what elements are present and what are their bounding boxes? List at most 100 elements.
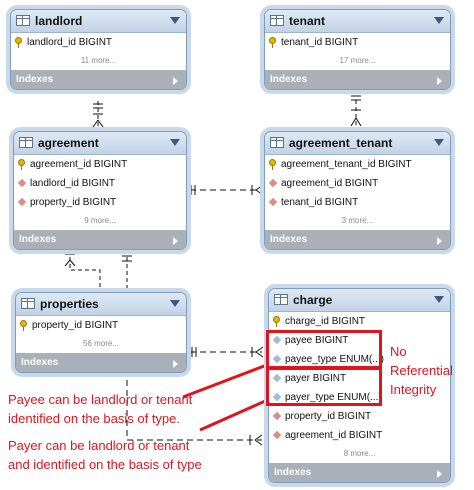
column-label: property_id BIGINT (30, 197, 117, 208)
expand-arrow-icon[interactable] (173, 77, 178, 85)
primary-key-icon (273, 316, 280, 327)
indexes-bar[interactable]: Indexes (265, 70, 450, 89)
table-properties[interactable]: properties property_id BIGINT 56 more...… (15, 292, 187, 373)
primary-key-icon (15, 37, 22, 48)
collapse-icon[interactable] (170, 17, 180, 24)
collapse-icon[interactable] (434, 17, 444, 24)
more-columns[interactable]: 17 more... (339, 56, 376, 65)
column-row[interactable]: payee_type ENUM(...) (269, 350, 450, 369)
payer-highlight-box (266, 366, 382, 406)
indexes-label: Indexes (21, 357, 59, 368)
column-row[interactable]: landlord_id BIGINT (11, 33, 186, 52)
table-header[interactable]: agreement (14, 132, 186, 155)
table-landlord[interactable]: landlord landlord_id BIGINT 11 more... I… (10, 9, 187, 90)
note-line: Payer can be landlord or tenant (8, 438, 190, 453)
table-header[interactable]: properties (16, 293, 186, 316)
column-label: payee BIGINT (285, 335, 349, 346)
indexes-bar[interactable]: Indexes (265, 230, 450, 249)
collapse-icon[interactable] (170, 300, 180, 307)
note-line: identified on the basis of type. (8, 411, 181, 426)
table-header[interactable]: landlord (11, 10, 186, 33)
indexes-bar[interactable]: Indexes (11, 70, 186, 89)
expand-arrow-icon[interactable] (173, 360, 178, 368)
column-row[interactable]: agreement_id BIGINT (269, 426, 450, 445)
collapse-icon[interactable] (434, 296, 444, 303)
foreign-key-icon (268, 197, 278, 207)
table-agreement[interactable]: agreement agreement_id BIGINT landlord_i… (13, 131, 187, 250)
indexes-label: Indexes (270, 74, 308, 85)
foreign-key-icon (272, 430, 282, 440)
table-header[interactable]: agreement_tenant (265, 132, 450, 155)
column-row[interactable]: property_id BIGINT (16, 316, 186, 335)
column-row[interactable]: agreement_tenant_id BIGINT (265, 155, 450, 174)
column-row[interactable]: payer_type ENUM(...) (269, 388, 450, 407)
note-line: Referential (390, 363, 453, 378)
more-columns[interactable]: 56 more... (82, 339, 119, 348)
column-row[interactable]: property_id BIGINT (14, 193, 186, 212)
no-referential-integrity-note: No Referential Integrity (390, 342, 453, 399)
payee-highlight-box (266, 330, 382, 370)
more-columns[interactable]: 8 more... (343, 449, 376, 458)
column-row[interactable]: agreement_id BIGINT (14, 155, 186, 174)
table-title: charge (293, 293, 333, 307)
collapse-icon[interactable] (170, 139, 180, 146)
payer-arrow (199, 396, 273, 432)
column-row[interactable]: payee BIGINT (269, 331, 450, 350)
note-line: Payee can be landlord or tenant (8, 392, 193, 407)
table-charge[interactable]: charge charge_id BIGINT payee BIGINT pay… (268, 288, 451, 483)
more-columns[interactable]: 3 more... (341, 216, 374, 225)
note-line: No (390, 344, 407, 359)
expand-arrow-icon[interactable] (173, 237, 178, 245)
more-columns[interactable]: 9 more... (84, 216, 116, 225)
indexes-label: Indexes (274, 467, 312, 478)
indexes-bar[interactable]: Indexes (269, 463, 450, 482)
column-row[interactable]: tenant_id BIGINT (265, 193, 450, 212)
column-row[interactable]: agreement_id BIGINT (265, 174, 450, 193)
more-columns[interactable]: 11 more... (80, 56, 117, 65)
column-row[interactable]: payer BIGINT (269, 369, 450, 388)
primary-key-icon (20, 320, 27, 331)
column-label: agreement_tenant_id BIGINT (281, 159, 412, 170)
column-row[interactable]: landlord_id BIGINT (14, 174, 186, 193)
column-label: property_id BIGINT (32, 320, 119, 331)
table-tenant[interactable]: tenant tenant_id BIGINT 17 more... Index… (264, 9, 451, 90)
indexes-bar[interactable]: Indexes (16, 353, 186, 372)
column-label: landlord_id BIGINT (27, 37, 113, 48)
column-label: payer_type ENUM(...) (285, 392, 382, 403)
collapse-icon[interactable] (434, 139, 444, 146)
table-header[interactable]: tenant (265, 10, 450, 33)
column-label: property_id BIGINT (285, 411, 372, 422)
expand-arrow-icon[interactable] (437, 77, 442, 85)
table-title: tenant (289, 14, 325, 28)
foreign-key-icon (17, 197, 27, 207)
column-label: tenant_id BIGINT (281, 37, 359, 48)
note-line: and identified on the basis of type (8, 457, 202, 472)
table-icon (21, 298, 35, 309)
column-label: payee_type ENUM(...) (285, 354, 384, 365)
table-icon (270, 15, 284, 26)
table-header[interactable]: charge (269, 289, 450, 312)
payee-note: Payee can be landlord or tenant identifi… (8, 390, 192, 428)
column-label: payer BIGINT (285, 373, 347, 384)
note-line: Integrity (390, 382, 437, 397)
table-icon (270, 137, 284, 148)
column-row[interactable]: charge_id BIGINT (269, 312, 450, 331)
column-row[interactable]: property_id BIGINT (269, 407, 450, 426)
table-icon (19, 137, 33, 148)
expand-arrow-icon[interactable] (437, 237, 442, 245)
table-title: landlord (35, 14, 83, 28)
payee-arrow (182, 361, 273, 399)
table-agreement_tenant[interactable]: agreement_tenant agreement_tenant_id BIG… (264, 131, 451, 250)
payer-note: Payer can be landlord or tenant and iden… (8, 436, 202, 474)
primary-key-icon (269, 159, 276, 170)
column-row[interactable]: tenant_id BIGINT (265, 33, 450, 52)
indexes-bar[interactable]: Indexes (14, 230, 186, 249)
column-label: agreement_id BIGINT (281, 178, 379, 189)
table-title: agreement_tenant (289, 136, 393, 150)
foreign-key-icon (272, 411, 282, 421)
indexes-label: Indexes (270, 234, 308, 245)
column-label: landlord_id BIGINT (30, 178, 116, 189)
relation-properties-agreement (69, 250, 101, 290)
expand-arrow-icon[interactable] (437, 470, 442, 478)
